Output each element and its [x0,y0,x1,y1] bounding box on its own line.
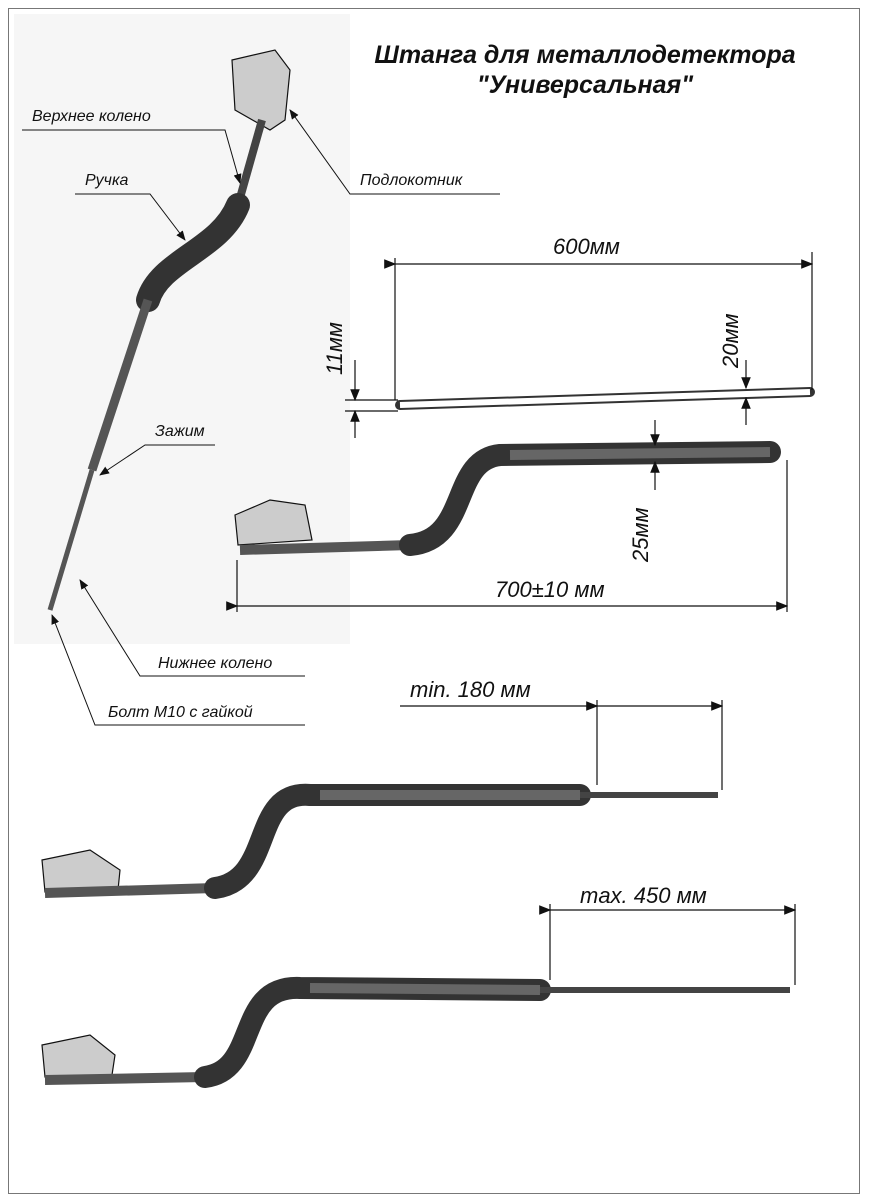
drawing-title: Штанга для металлодетектора "Универсальн… [330,40,840,100]
label-clamp: Зажим [155,423,205,440]
dim-small-diameter: 11мм [322,321,347,375]
dim-max-extension: max. 450 мм [580,883,707,908]
label-bolt: Болт М10 с гайкой [108,704,253,721]
title-line-1: Штанга для металлодетектора [374,41,796,69]
label-lower-knee: Нижнее колено [158,655,273,672]
dim-total-length: 700±10 мм [495,577,605,602]
dim-large-diameter: 20мм [718,313,743,368]
dim-handle-diameter: 25мм [628,507,653,562]
upper-knee-rod [395,387,815,410]
dim-min-extension: min. 180 мм [410,677,531,702]
label-armrest: Подлокотник [360,172,463,189]
assembled-rod-illustration [47,49,291,611]
drawing-frame [8,8,860,1194]
label-handle: Ручка [85,172,129,189]
rod-max-length [41,977,790,1088]
dim-upper-length: 600мм [553,234,620,259]
handle-assembly-rod [234,441,781,556]
rod-min-length [41,783,718,899]
title-line-2: "Универсальная" [476,71,694,99]
label-upper-knee: Верхнее колено [32,108,151,125]
